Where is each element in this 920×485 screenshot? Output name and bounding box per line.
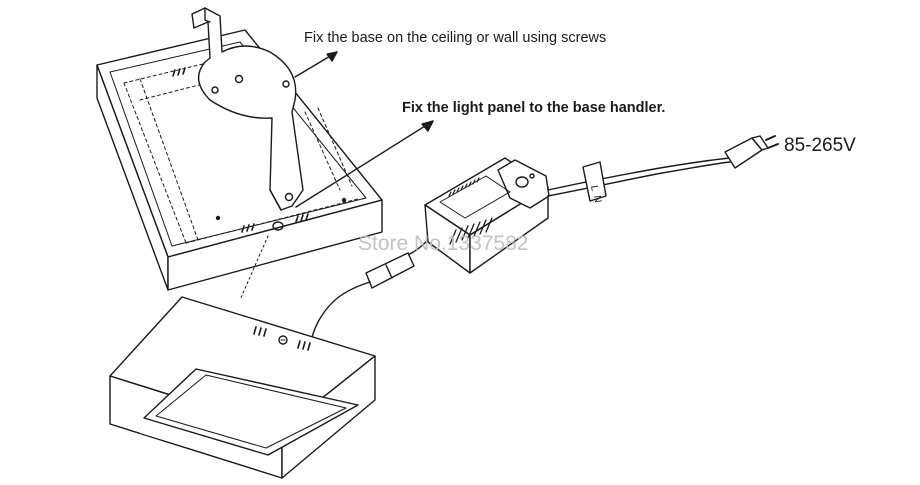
mounting-base bbox=[96, 29, 383, 291]
led-driver bbox=[424, 157, 550, 274]
power-cable: L N bbox=[547, 157, 731, 204]
output-cable bbox=[311, 239, 429, 341]
bracket-hole bbox=[282, 80, 290, 88]
cable-connector bbox=[365, 252, 415, 289]
svg-text:N: N bbox=[591, 195, 603, 204]
plug bbox=[724, 135, 779, 169]
base-handler-bracket bbox=[191, 7, 304, 211]
base-vent-slots bbox=[172, 67, 309, 233]
label-step2: Fix the light panel to the base handler. bbox=[402, 100, 665, 116]
label-step1: Fix the base on the ceiling or wall usin… bbox=[304, 30, 606, 46]
bracket-hole bbox=[211, 86, 219, 94]
diffuser-window bbox=[143, 368, 359, 456]
light-panel bbox=[109, 296, 376, 479]
arrow-step2 bbox=[295, 120, 434, 208]
panel-screw-hole bbox=[278, 335, 288, 345]
watermark: Store No.1337582 bbox=[358, 232, 528, 255]
label-voltage: 85-265V bbox=[784, 135, 856, 156]
bracket-hole bbox=[234, 74, 244, 84]
panel-vent-slots bbox=[253, 326, 311, 351]
alignment-dotted-line bbox=[239, 235, 269, 301]
svg-text:L: L bbox=[588, 185, 600, 193]
bracket-hole bbox=[284, 192, 294, 202]
driver-fins bbox=[449, 217, 493, 245]
base-screw-hole bbox=[272, 221, 284, 231]
arrow-step1 bbox=[294, 51, 338, 78]
